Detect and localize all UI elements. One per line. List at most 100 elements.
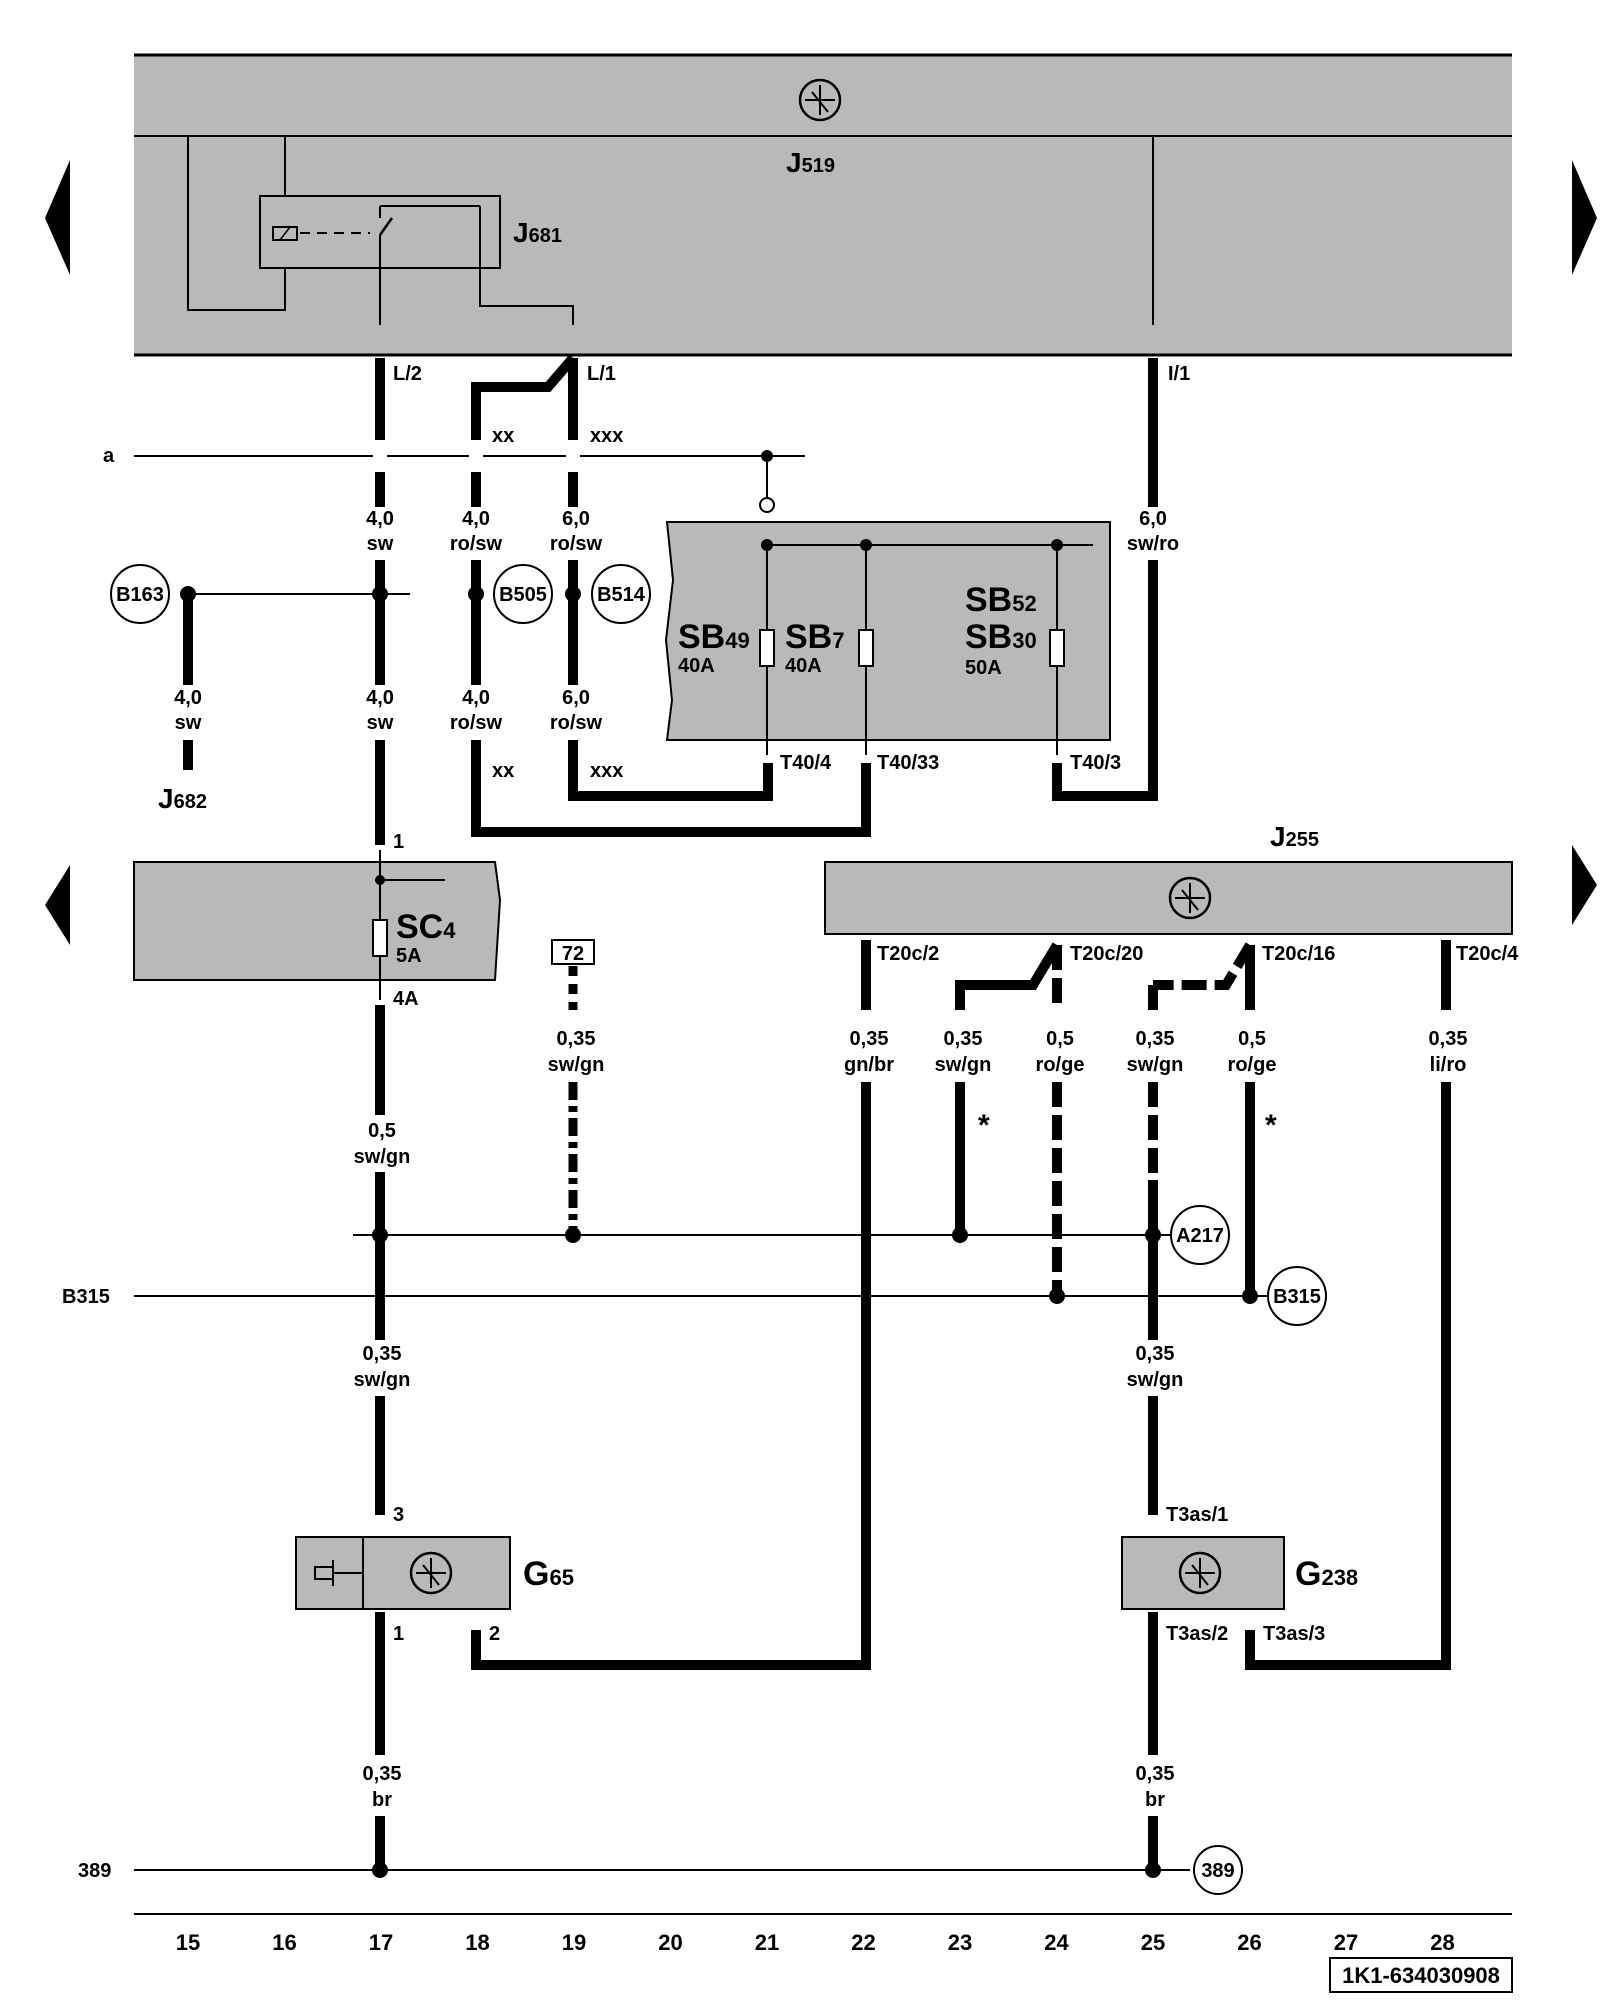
wire-color: ro/sw [550, 712, 603, 734]
pin-t3as-2: T3as/2 [1166, 1623, 1228, 1645]
j681-label: J681 [513, 217, 562, 248]
wire-size: 4,0 [462, 687, 490, 709]
pin-l2: L/2 [393, 363, 422, 385]
wire-color: sw/gn [1127, 1369, 1184, 1391]
marker-xx: xx [492, 760, 514, 782]
column-number: 20 [658, 1930, 682, 1955]
j519-label: J519 [786, 147, 835, 178]
j255-label: J255 [1270, 821, 1319, 852]
drawing-id-box [1329, 1957, 1513, 1993]
wire-color: sw [367, 533, 394, 555]
ground-point-b315 [1267, 1266, 1327, 1326]
wire-color: sw/gn [354, 1146, 411, 1168]
pin-sc-out: 4A [393, 988, 419, 1010]
fuse-icon [759, 545, 775, 755]
pin-sc-in: 1 [393, 831, 404, 853]
arrow-left-icon[interactable] [45, 865, 70, 945]
fuse-icon [372, 919, 388, 957]
wire-size: 4,0 [366, 508, 394, 530]
marker-star: * [978, 1109, 990, 1142]
wire-size: 6,0 [562, 508, 590, 530]
marker-xxx: xxx [590, 425, 623, 447]
wire-color: sw/gn [1127, 1054, 1184, 1076]
fuse-panel-box [664, 521, 1111, 741]
arrow-right-icon[interactable] [1572, 160, 1597, 275]
wire-size: 4,0 [366, 687, 394, 709]
wire-size: 0,35 [363, 1763, 402, 1785]
pin-t20c-4: T20c/4 [1456, 943, 1519, 965]
pin-i1: I/1 [1168, 363, 1190, 385]
sc4-module-box [133, 861, 502, 981]
ground-label: B315 [1273, 1286, 1321, 1308]
ref-box-72[interactable] [551, 939, 595, 965]
wire-size: 0,35 [557, 1028, 596, 1050]
column-number: 24 [1044, 1930, 1069, 1955]
drawing-id: 1K1-634030908 [1342, 1963, 1500, 1988]
wire-size: 4,0 [462, 508, 490, 530]
pin-t20c-2: T20c/2 [877, 943, 939, 965]
wire-color: sw/ro [1127, 533, 1179, 555]
j682-label: J682 [158, 783, 207, 814]
fuse-sb52-label: SB52 [965, 581, 1037, 619]
ground-point-389 [1193, 1845, 1243, 1895]
j255-module-box [824, 861, 1513, 935]
ecu-symbol-icon [1168, 876, 1212, 920]
wire-size: 0,35 [1136, 1763, 1175, 1785]
ground-label: 389 [1201, 1860, 1234, 1882]
arrow-right-icon[interactable] [1572, 845, 1597, 925]
column-number: 15 [176, 1930, 200, 1955]
g65-sensor-box [295, 1536, 511, 1610]
column-number: 18 [465, 1930, 489, 1955]
arrow-left-icon[interactable] [45, 160, 70, 275]
pin-g65-2: 2 [489, 1623, 500, 1645]
ecu-symbol-icon [1178, 1551, 1222, 1595]
wire-size: 6,0 [562, 687, 590, 709]
fuse-rating: 40A [785, 655, 822, 677]
column-number: 22 [851, 1930, 875, 1955]
ecu-symbol-icon [409, 1551, 453, 1595]
wire-size: 0,35 [1136, 1343, 1175, 1365]
pin-l1: L/1 [587, 363, 616, 385]
bus-label-b315: B315 [62, 1286, 110, 1308]
marker-xxx: xxx [590, 760, 623, 782]
ground-label: B163 [116, 584, 164, 606]
wire-size: 6,0 [1139, 508, 1167, 530]
wire-size: 0,35 [850, 1028, 889, 1050]
wire-size: 0,5 [368, 1120, 396, 1142]
wire-size: 0,5 [1238, 1028, 1266, 1050]
ground-point-a217 [1170, 1205, 1230, 1265]
marker-xx: xx [492, 425, 514, 447]
pin-t3as-3: T3as/3 [1263, 1623, 1325, 1645]
pin-t40-33: T40/33 [877, 752, 939, 774]
column-number: 16 [272, 1930, 296, 1955]
ref-box-label: 72 [562, 943, 584, 965]
fuse-sb49-label: SB49 [678, 618, 750, 656]
wire-color: li/ro [1430, 1054, 1467, 1076]
ground-point-b163 [110, 564, 170, 624]
wire-color: br [372, 1789, 392, 1811]
wire-color: gn/br [844, 1054, 894, 1076]
pin-t40-3: T40/3 [1070, 752, 1121, 774]
wire-size: 0,35 [944, 1028, 983, 1050]
wire-color: ro/ge [1036, 1054, 1085, 1076]
pin-t3as-1: T3as/1 [1166, 1504, 1228, 1526]
wire-color: sw/gn [935, 1054, 992, 1076]
wire-size: 0,35 [1136, 1028, 1175, 1050]
wire-color: sw [175, 712, 202, 734]
pin-t20c-16: T20c/16 [1262, 943, 1335, 965]
wire-color: br [1145, 1789, 1165, 1811]
fuse-rating: 40A [678, 655, 715, 677]
column-number: 25 [1141, 1930, 1165, 1955]
sensor-element-icon [314, 1560, 363, 1586]
column-number: 19 [562, 1930, 586, 1955]
column-number: 26 [1237, 1930, 1261, 1955]
fuse-sb7-label: SB7 [785, 618, 844, 656]
wire-color: ro/sw [450, 533, 503, 555]
fuse-rating: 5A [396, 945, 422, 967]
column-number: 17 [369, 1930, 393, 1955]
wire-color: ro/sw [550, 533, 603, 555]
g238-label: G238 [1295, 1555, 1358, 1593]
wire-color: ro/sw [450, 712, 503, 734]
